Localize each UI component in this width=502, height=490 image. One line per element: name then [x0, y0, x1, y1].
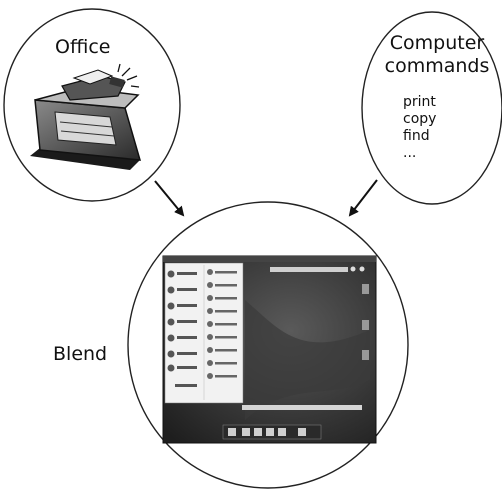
command-item-ellipsis: ... — [403, 145, 417, 161]
computer-label-line2: commands — [384, 55, 490, 77]
bottom-bar — [242, 405, 362, 410]
arrow-office-to-blend — [154, 180, 185, 217]
office-circle — [3, 8, 181, 202]
command-item-print: print — [403, 94, 436, 110]
command-item-find: find — [403, 128, 430, 144]
arrow-computer-to-blend — [348, 179, 378, 217]
desktop-screenshot — [162, 255, 377, 444]
office-label: Office — [55, 36, 111, 58]
computer-label-line1: Computer — [389, 32, 485, 54]
blend-circle — [127, 201, 409, 489]
computer-commands-circle — [361, 11, 502, 205]
blend-label: Blend — [53, 343, 108, 365]
typewriter-desk-icon — [30, 63, 142, 170]
computer-commands-label: Computer commands — [381, 32, 493, 78]
command-item-copy: copy — [403, 111, 437, 127]
command-list: print copy find ... — [403, 94, 436, 162]
top-search-bar — [270, 267, 348, 272]
